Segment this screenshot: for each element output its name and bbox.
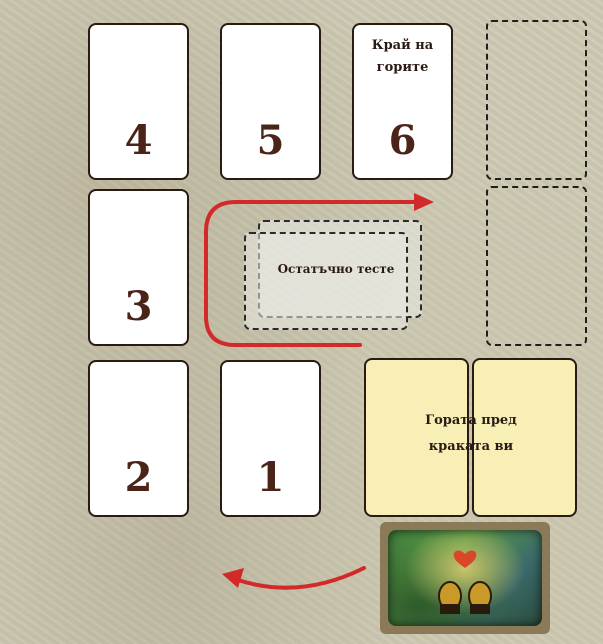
card-number: 1 xyxy=(256,454,285,501)
card-number: 6 xyxy=(388,117,417,164)
card-number: 3 xyxy=(124,283,153,330)
card-title: Край на горите xyxy=(354,35,451,79)
forest-at-feet-label: Гората пред краката ви xyxy=(366,408,576,460)
location-card-3[interactable]: 3 xyxy=(88,189,189,346)
remaining-deck[interactable] xyxy=(244,232,408,330)
empty-card-slot-top[interactable] xyxy=(486,20,587,180)
boots-illustration xyxy=(438,550,492,614)
empty-card-slot-middle[interactable] xyxy=(486,186,587,346)
card-number: 2 xyxy=(124,454,153,501)
card-number: 4 xyxy=(124,117,153,164)
forest-card-left[interactable] xyxy=(364,358,469,517)
location-card-4[interactable]: 4 xyxy=(88,23,189,180)
location-card-2[interactable]: 2 xyxy=(88,360,189,517)
location-card-5[interactable]: 5 xyxy=(220,23,321,180)
location-card-6-forest-edge[interactable]: Край на горите 6 xyxy=(352,23,453,180)
card-number: 5 xyxy=(256,117,285,164)
forest-card-right[interactable] xyxy=(472,358,577,517)
boots-thumbnail-icon xyxy=(388,530,542,626)
forest-label-line2: краката ви xyxy=(428,439,514,454)
return-arrow-icon xyxy=(222,566,366,590)
remaining-deck-label: Остатъчно тесте xyxy=(277,262,395,276)
card-title-line2: горите xyxy=(376,60,429,75)
card-title-line1: Край на xyxy=(371,38,434,53)
boots-thumbnail-card[interactable] xyxy=(380,522,550,634)
forest-label-line1: Гората пред xyxy=(425,413,517,428)
location-card-1[interactable]: 1 xyxy=(220,360,321,517)
heart-icon xyxy=(453,550,477,568)
